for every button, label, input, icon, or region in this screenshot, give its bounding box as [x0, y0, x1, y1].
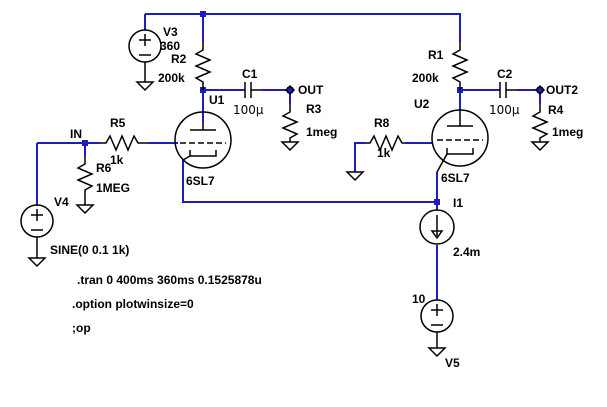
net-label-out: OUT: [284, 83, 324, 97]
out2-label: OUT2: [546, 83, 578, 97]
net-label-out2: OUT2: [534, 83, 578, 97]
directive-tran: .tran 0 400ms 360ms 0.1525878u: [77, 273, 262, 287]
junction-dot: [287, 87, 293, 93]
triode-u2[interactable]: U2 6SL7: [414, 97, 489, 185]
resistor-r1[interactable]: R1 200k: [412, 42, 469, 90]
ground-icon: [427, 347, 447, 358]
r5-name: R5: [110, 116, 126, 130]
i1-name: I1: [453, 196, 463, 210]
r4-value: 1meg: [552, 125, 583, 139]
r4-name: R4: [548, 103, 564, 117]
ground-icon: [135, 81, 155, 92]
ground-icon: [530, 141, 550, 152]
u1-model: 6SL7: [186, 174, 215, 188]
junction-dot: [434, 199, 440, 205]
ground-icon: [345, 171, 365, 182]
c2-value: 100µ: [489, 103, 520, 117]
r5-value: 1k: [110, 153, 124, 167]
r8-value: 1k: [377, 146, 391, 160]
v3-value: 360: [160, 39, 180, 53]
ground-icon: [280, 141, 300, 152]
resistor-r5[interactable]: R5 1k: [100, 116, 148, 167]
out-label: OUT: [298, 83, 324, 97]
resistor-r8[interactable]: R8 1k: [345, 116, 405, 182]
junction-dot: [82, 140, 88, 146]
wire-rail-r1: [203, 13, 461, 42]
directive-option: .option plotwinsize=0: [72, 297, 194, 311]
i1-value: 2.4m: [453, 245, 480, 259]
u2-name: U2: [414, 97, 430, 111]
junction-dot: [537, 87, 543, 93]
c1-value: 100µ: [233, 103, 264, 117]
spice-directives: .tran 0 400ms 360ms 0.1525878u .option p…: [72, 273, 262, 335]
r1-value: 200k: [412, 71, 439, 85]
r8-name: R8: [374, 116, 390, 130]
r2-name: R2: [171, 52, 187, 66]
v4-name: V4: [54, 195, 69, 209]
capacitor-c1[interactable]: C1 100µ: [233, 67, 264, 117]
ground-icon: [27, 257, 47, 268]
r6-value: 1MEG: [96, 181, 130, 195]
voltage-source-v3[interactable]: V3 360: [128, 25, 180, 92]
voltage-source-v4[interactable]: V4 SINE(0 0.1 1k): [20, 195, 129, 268]
wire-r8-left: [354, 142, 365, 172]
voltage-source-v5[interactable]: 10 V5: [412, 292, 460, 370]
capacitor-c2[interactable]: C2 100µ: [489, 67, 520, 117]
c2-name: C2: [497, 67, 513, 81]
r3-value: 1meg: [306, 125, 337, 139]
v4-value: SINE(0 0.1 1k): [50, 243, 129, 257]
c1-name: C1: [242, 67, 258, 81]
r2-value: 200k: [158, 71, 185, 85]
v5-name: V5: [445, 356, 460, 370]
r3-name: R3: [306, 102, 322, 116]
resistor-r4[interactable]: R4 1meg: [530, 103, 583, 152]
u1-name: U1: [209, 93, 225, 107]
u2-model: 6SL7: [441, 171, 470, 185]
r6-name: R6: [96, 161, 112, 175]
v3-name: V3: [163, 25, 178, 39]
current-source-i1[interactable]: I1 2.4m: [419, 196, 480, 259]
ground-icon: [75, 204, 95, 215]
triode-u1[interactable]: U1 6SL7: [174, 93, 232, 188]
directive-op: ;op: [72, 321, 91, 335]
r1-name: R1: [428, 48, 444, 62]
resistor-r6[interactable]: R6 1MEG: [75, 156, 130, 215]
wire-cathode-bus: [182, 160, 437, 203]
junction-dot: [200, 11, 206, 17]
v5-value: 10: [412, 292, 426, 306]
in-label: IN: [70, 127, 82, 141]
resistor-r3[interactable]: R3 1meg: [280, 102, 337, 152]
resistor-r2[interactable]: R2 200k: [158, 42, 212, 90]
